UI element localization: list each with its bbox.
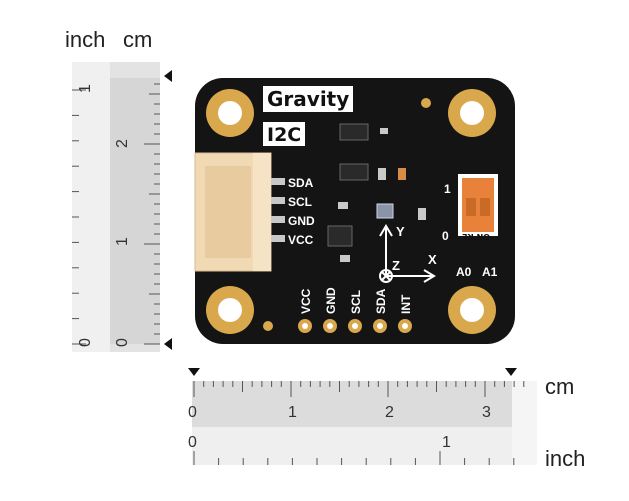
- passive-6: [340, 255, 350, 262]
- switch-label-a1: A1: [482, 265, 498, 279]
- mounting-hole-top-left: [206, 89, 254, 137]
- header-pin-int: INT: [399, 294, 413, 314]
- bottom-cm-tick-3: 3: [482, 404, 491, 421]
- left-cm-unit-label: cm: [123, 27, 153, 52]
- left-inch-tick-1: 1: [77, 84, 94, 93]
- bottom-left-marker-icon: [188, 368, 200, 376]
- bottom-ruler: 0 1 2 3 0 1: [188, 368, 537, 465]
- mounting-hole-top-right: [448, 89, 496, 137]
- header-pin-gnd: GND: [324, 287, 338, 314]
- jst-connector: [194, 152, 285, 272]
- left-bottom-marker-icon: [164, 338, 172, 350]
- mounting-hole-bottom-left: [206, 286, 254, 334]
- bottom-inch-tick-1: 1: [442, 434, 451, 451]
- left-inch-unit-label: inch: [65, 27, 106, 52]
- connector-pin-scl: SCL: [288, 195, 312, 209]
- passive-2: [378, 168, 386, 180]
- connector-pin-gnd: GND: [288, 214, 315, 228]
- left-cm-tick-0: 0: [114, 338, 131, 347]
- bottom-cm-tick-1: 1: [288, 404, 297, 421]
- left-inch-ruler-body: [72, 62, 110, 352]
- left-ruler-ticks: [72, 83, 160, 345]
- header-pin-scl: SCL: [349, 290, 363, 314]
- connector-pin-vcc: VCC: [288, 233, 314, 247]
- header-pin-sda: SDA: [374, 288, 388, 314]
- transistor-2: [339, 163, 369, 181]
- switch-label-a0: A0: [456, 265, 472, 279]
- axis-label-y: Y: [396, 224, 405, 239]
- gravity-logo-box: [263, 86, 353, 112]
- i2c-badge-box: [263, 122, 305, 146]
- dip-switch-on-label: ON KE: [462, 232, 490, 241]
- header-pins: [298, 319, 412, 333]
- left-ruler: 1 0 2 1 0: [72, 62, 172, 352]
- left-cm-ruler-shade: [110, 78, 160, 344]
- bottom-inch-ruler-body: [192, 427, 537, 465]
- regulator-chip: [327, 225, 353, 247]
- header-pin-vcc: VCC: [299, 288, 313, 314]
- sensor-board: Gravity I2C SDA SCL GND VCC: [194, 78, 515, 344]
- passive-4: [418, 208, 426, 220]
- left-cm-tick-2: 2: [114, 139, 131, 148]
- bottom-cm-ruler-body: [192, 381, 537, 427]
- transistor-1: [339, 123, 369, 141]
- axis-label-z: Z: [392, 258, 400, 273]
- via-top: [421, 98, 431, 108]
- connector-pin-sda: SDA: [288, 176, 314, 190]
- bottom-cm-unit-label: cm: [545, 374, 575, 399]
- bottom-ruler-end: [512, 381, 537, 465]
- passive-1: [380, 128, 388, 134]
- gravity-logo: Gravity: [267, 87, 349, 111]
- bottom-inch-unit-label: inch: [545, 446, 586, 471]
- bottom-cm-tick-0: 0: [188, 404, 197, 421]
- axis-label-x: X: [428, 252, 437, 267]
- bottom-inch-tick-0: 0: [188, 434, 197, 451]
- left-top-marker-icon: [164, 70, 172, 82]
- passive-3: [398, 168, 406, 180]
- via-bottom: [263, 321, 273, 331]
- bottom-cm-tick-2: 2: [385, 404, 394, 421]
- switch-label-1: 1: [444, 182, 451, 196]
- left-inch-tick-0: 0: [77, 338, 94, 347]
- dip-switch-toggle-2: [480, 198, 490, 216]
- mounting-hole-bottom-right: [448, 286, 496, 334]
- switch-label-0: 0: [442, 229, 449, 243]
- passive-5: [338, 202, 348, 209]
- bottom-right-marker-icon: [505, 368, 517, 376]
- dip-switch-toggle-1: [466, 198, 476, 216]
- bottom-ruler-ticks: [193, 381, 525, 465]
- sensor-chip: [376, 203, 394, 219]
- axis-indicator: [379, 224, 436, 283]
- i2c-badge: I2C: [267, 124, 301, 146]
- left-cm-tick-1: 1: [114, 237, 131, 246]
